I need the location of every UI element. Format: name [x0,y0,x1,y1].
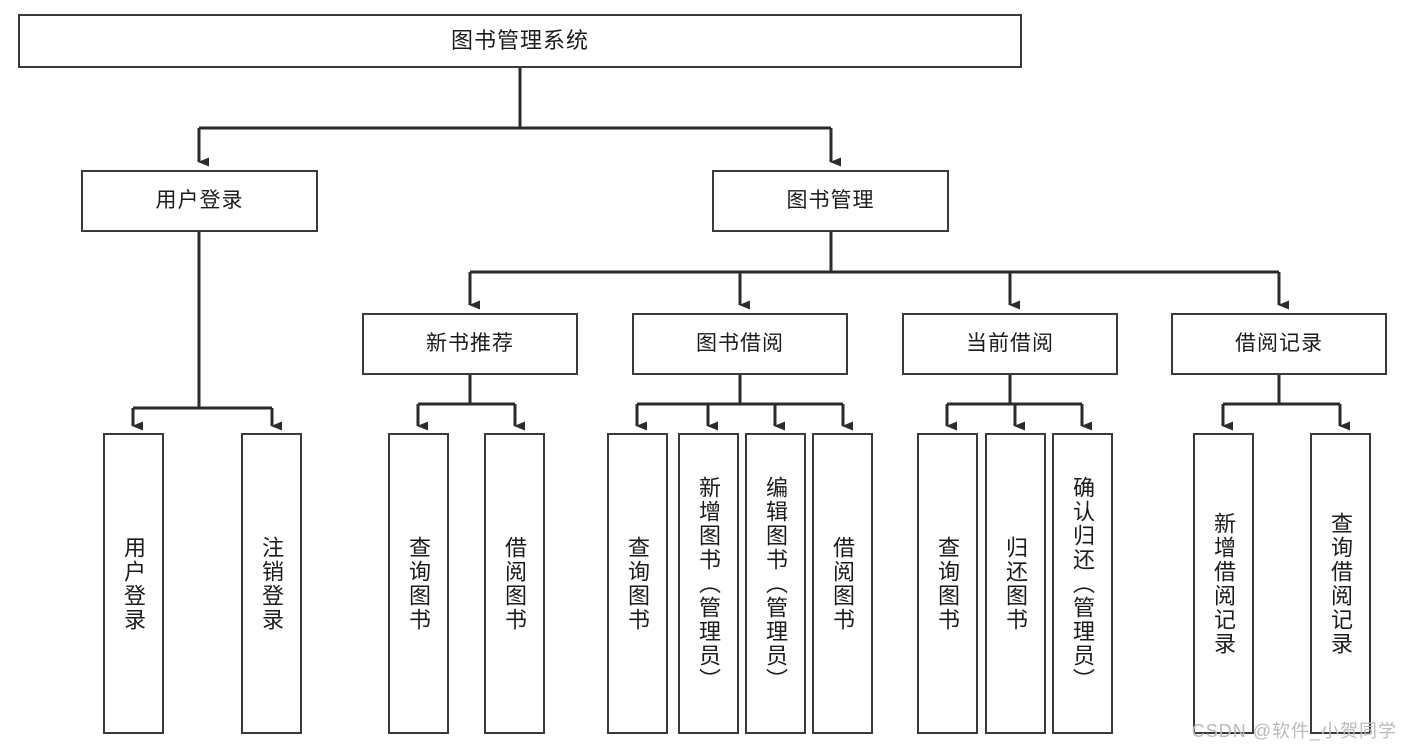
node-label: 新增图书（管理员） [696,475,722,692]
leaf-recommend-query-book[interactable]: 查询图书 [388,433,449,734]
node-label: 图书管理系统 [450,28,589,54]
leaf-borrow-query-book[interactable]: 查询图书 [607,433,668,734]
leaf-borrow-edit-book-admin[interactable]: 编辑图书（管理员） [745,433,806,734]
node-current-borrow[interactable]: 当前借阅 [902,313,1118,375]
node-label: 查询图书 [625,535,651,632]
node-label: 图书管理 [786,188,875,212]
csdn-watermark: CSDN @软件_小贺同学 [1191,721,1397,741]
node-root-system[interactable]: 图书管理系统 [18,14,1022,68]
node-book-management[interactable]: 图书管理 [712,170,949,232]
node-label: 查询借阅记录 [1328,511,1354,656]
node-label: 注销登录 [259,535,285,632]
node-book-borrow[interactable]: 图书借阅 [632,313,848,375]
leaf-borrow-borrow-book[interactable]: 借阅图书 [812,433,873,734]
leaf-record-query-record[interactable]: 查询借阅记录 [1310,433,1371,734]
node-label: 编辑图书（管理员） [763,475,789,692]
node-label: 借阅记录 [1235,331,1323,355]
node-label: 查询图书 [406,535,432,632]
leaf-current-query-book[interactable]: 查询图书 [917,433,978,734]
node-new-book-recommend[interactable]: 新书推荐 [362,313,578,375]
node-label: 借阅图书 [502,535,528,632]
node-label: 归还图书 [1003,535,1029,632]
leaf-borrow-add-book-admin[interactable]: 新增图书（管理员） [678,433,739,734]
node-label: 图书借阅 [696,331,784,355]
node-label: 借阅图书 [830,535,856,632]
node-borrow-record[interactable]: 借阅记录 [1171,313,1387,375]
node-label: 用户登录 [121,535,147,632]
node-user-login[interactable]: 用户登录 [81,170,318,232]
leaf-record-add-record[interactable]: 新增借阅记录 [1193,433,1254,734]
node-label: 用户登录 [155,188,244,212]
node-label: 查询图书 [935,535,961,632]
node-label: 确认归还（管理员） [1070,475,1096,692]
node-label: 新书推荐 [426,331,514,355]
leaf-current-confirm-return-admin[interactable]: 确认归还（管理员） [1052,433,1113,734]
leaf-user-login-logout[interactable]: 注销登录 [241,433,302,734]
node-label: 当前借阅 [966,331,1054,355]
leaf-current-return-book[interactable]: 归还图书 [985,433,1046,734]
leaf-recommend-borrow-book[interactable]: 借阅图书 [484,433,545,734]
node-label: 新增借阅记录 [1211,511,1237,656]
leaf-user-login-login[interactable]: 用户登录 [103,433,164,734]
